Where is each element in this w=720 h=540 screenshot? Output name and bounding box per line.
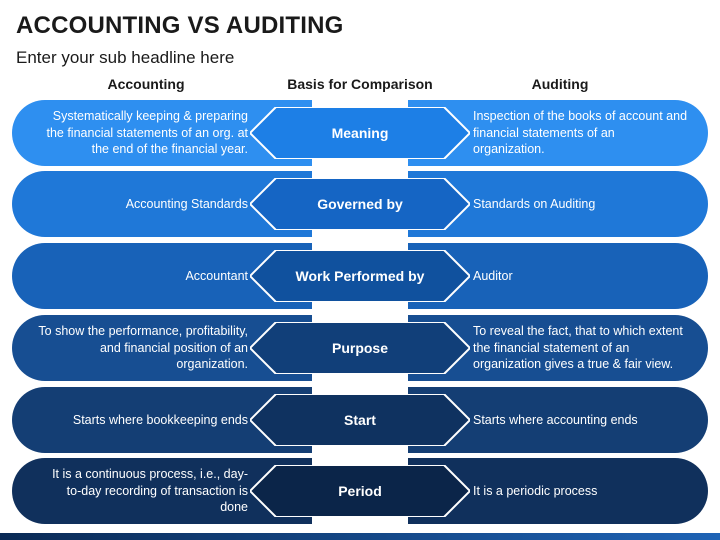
- double-arrow-shape: [250, 107, 470, 159]
- comparison-row: Governed by Accounting Standards Standards…: [12, 171, 708, 237]
- column-header-basis: Basis for Comparison: [287, 76, 433, 92]
- comparison-row: Purpose To show the performance, profitab…: [12, 315, 708, 381]
- double-arrow-shape: [250, 322, 470, 374]
- auditing-text: Standards on Auditing: [473, 196, 596, 211]
- double-arrow-shape: [250, 178, 470, 230]
- slide-title: ACCOUNTING VS AUDITING: [16, 12, 344, 39]
- basis-label: Governed by: [317, 196, 403, 212]
- accounting-text: Accounting Standards: [125, 196, 248, 211]
- basis-label: Meaning: [331, 125, 389, 141]
- comparison-row: Period It is a continuous process, i.e., …: [12, 458, 708, 524]
- basis-label: Purpose: [331, 340, 388, 356]
- slide-subtitle: Enter your sub headline here: [16, 48, 235, 67]
- double-arrow-body: [250, 250, 470, 302]
- basis-label: Period: [338, 483, 382, 499]
- auditing-text: Starts where accounting ends: [473, 412, 638, 427]
- comparison-row: Work Performed by Accountant Auditor: [12, 243, 708, 309]
- double-arrow-body: [250, 394, 470, 446]
- double-arrow-body: [250, 465, 470, 517]
- accounting-text: Starts where bookkeeping ends: [72, 412, 248, 427]
- column-header-accounting: Accounting: [107, 76, 185, 92]
- basis-label: Start: [344, 412, 376, 428]
- comparison-row: Start Starts where bookkeeping ends Starts…: [12, 387, 708, 453]
- accounting-text: Systematically keeping & preparing the f…: [46, 108, 248, 157]
- auditing-text: It is a periodic process: [473, 483, 598, 498]
- double-arrow-body: [250, 107, 470, 159]
- accounting-text: Accountant: [185, 268, 248, 283]
- accounting-text: To show the performance, profitability, …: [38, 323, 248, 372]
- double-arrow-shape: [250, 394, 470, 446]
- column-header-auditing: Auditing: [531, 76, 589, 92]
- auditing-text: Inspection of the books of account and f…: [473, 108, 688, 157]
- double-arrow-shape: [250, 465, 470, 517]
- accounting-text: It is a continuous process, i.e., day-to…: [52, 466, 248, 515]
- double-arrow-body: [250, 322, 470, 374]
- auditing-text: Auditor: [473, 268, 513, 283]
- comparison-row: Meaning Systematically keeping & preparin…: [12, 100, 708, 166]
- basis-label: Work Performed by: [295, 268, 425, 284]
- double-arrow-body: [250, 178, 470, 230]
- double-arrow-shape: [250, 250, 470, 302]
- auditing-text: To reveal the fact, that to which extent…: [473, 323, 683, 372]
- bottom-accent-bar: [0, 533, 720, 540]
